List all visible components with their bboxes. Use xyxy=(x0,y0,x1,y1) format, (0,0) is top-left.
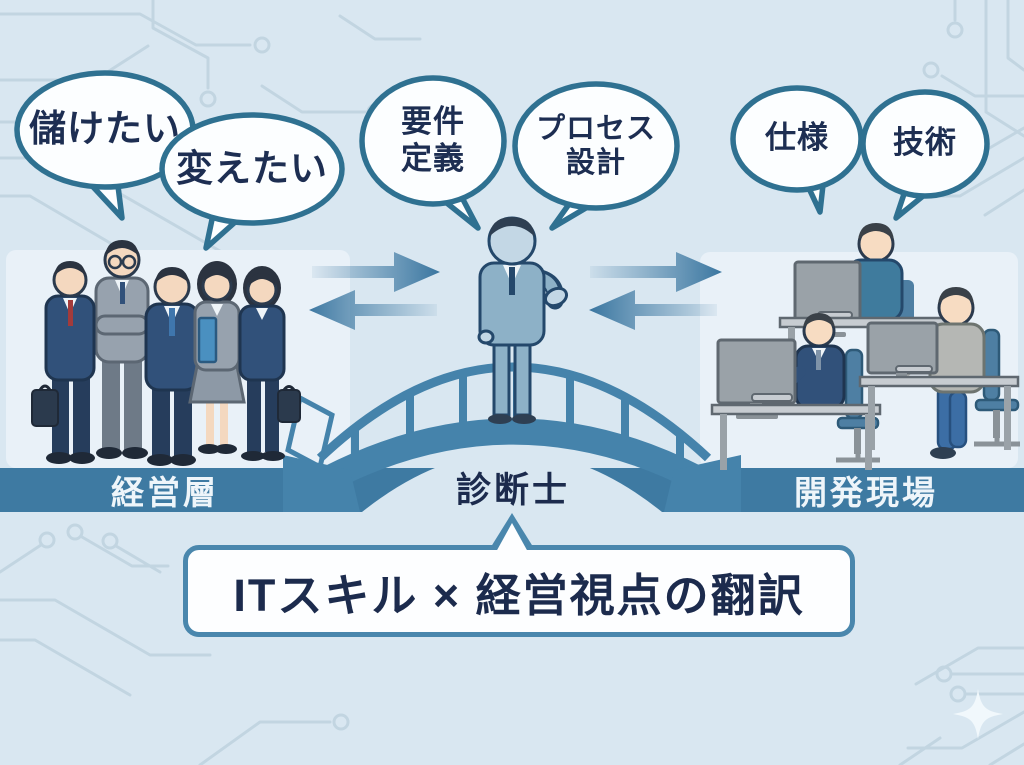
sparkle-icon xyxy=(953,689,1003,739)
manager-woman-folder-figure xyxy=(188,261,246,454)
manager-blue-tie-figure xyxy=(144,267,200,466)
consultant-label: 診断士 xyxy=(455,471,571,510)
arrow-left-right-pair xyxy=(589,290,717,330)
developer-suit-figure xyxy=(710,313,882,470)
speech-bubble-spec: 仕様 xyxy=(730,85,866,215)
bubble-text-tech: 技術 xyxy=(893,124,957,160)
manager-woman-navy-figure xyxy=(238,266,301,461)
consultant-illustration xyxy=(477,216,569,424)
speech-bubble-requirements: 要件 定義 xyxy=(358,75,510,234)
speech-bubble-tech: 技術 xyxy=(860,89,992,221)
management-group-illustration xyxy=(31,240,301,466)
speech-bubble-change: 変えたい xyxy=(156,112,348,254)
manager-red-tie-figure xyxy=(31,261,96,464)
bubble-text-process: プロセス 設計 xyxy=(535,112,656,179)
banner-text: ITスキル × 経営視点の翻訳 xyxy=(233,569,805,621)
management-label: 経営層 xyxy=(111,474,219,511)
bubble-text-change: 変えたい xyxy=(176,148,328,190)
development-label: 開発現場 xyxy=(794,474,938,511)
manager-glasses-figure xyxy=(94,240,150,459)
developer-sweater-figure xyxy=(858,287,1020,459)
translation-banner: ITスキル × 経営視点の翻訳 xyxy=(183,513,855,637)
bubble-text-requirements: 要件 定義 xyxy=(401,104,465,176)
developers-group-illustration xyxy=(710,223,1020,470)
speech-bubble-process: プロセス 設計 xyxy=(512,81,682,232)
bubble-text-spec: 仕様 xyxy=(765,119,829,155)
